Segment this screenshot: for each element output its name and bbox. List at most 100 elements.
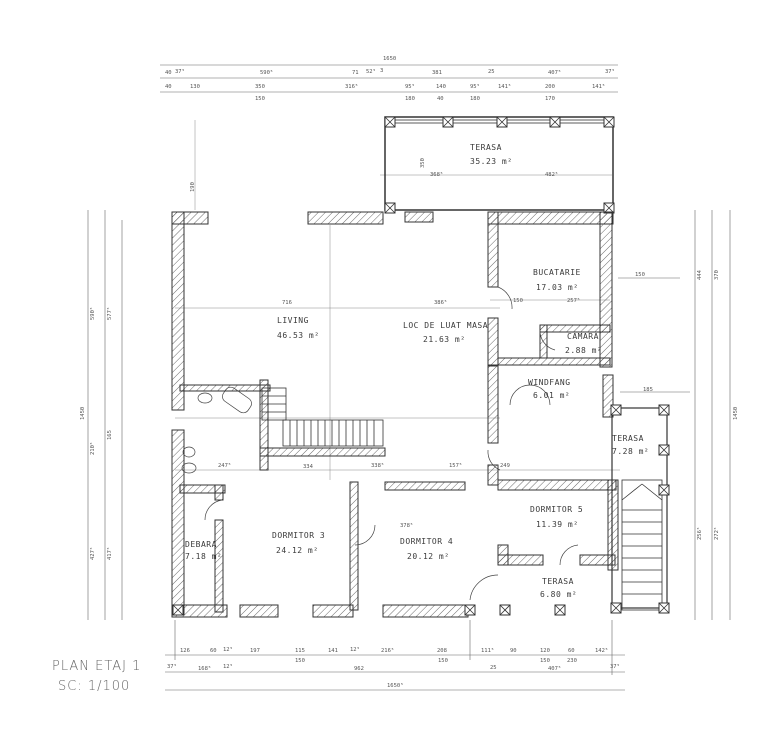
terrace-right <box>172 404 670 616</box>
room-dining-area: 21.63 m² <box>423 335 466 344</box>
dim-top: 3 <box>380 68 384 74</box>
dim-bottom: 25 <box>490 665 497 671</box>
dim-bottom: 407⁵ <box>548 666 562 672</box>
dim-bottom: 962 <box>354 666 364 672</box>
room-storage-name: DEBARA <box>185 540 217 549</box>
dim-top: 40 <box>165 84 172 90</box>
dim-bottom: 37⁵ <box>167 664 177 670</box>
stairs <box>261 387 663 611</box>
dim-bottom: 216⁵ <box>381 648 395 654</box>
room-bedroom3-name: DORMITOR 3 <box>272 531 326 540</box>
dim-top: 130 <box>190 84 200 90</box>
dim-top: 25 <box>488 69 495 75</box>
dim-bottom: 115 <box>295 648 305 654</box>
dim-interior: 257⁵ <box>567 298 581 304</box>
room-windfang-area: 6.01 m² <box>533 391 571 400</box>
room-terrace-right-name: TERASA <box>612 434 644 443</box>
dim-interior: 368⁵ <box>430 172 444 178</box>
room-living-name: LIVING <box>277 316 309 325</box>
dim-bottom: 60 <box>210 648 217 654</box>
dim-bottom: 141 <box>328 648 338 654</box>
dim-top-total: 1650 <box>383 56 397 62</box>
dim-right: 272⁵ <box>714 526 720 540</box>
room-pantry-name: CAMARA <box>567 332 599 341</box>
dim-interior: 386⁵ <box>434 300 448 306</box>
room-bedroom3-area: 24.12 m² <box>276 546 319 555</box>
dim-left: 165 <box>107 430 113 440</box>
terrace-upper <box>384 116 615 214</box>
dim-interior: 338⁵ <box>371 463 385 469</box>
room-living-area: 46.53 m² <box>277 331 320 340</box>
left-dimension-lines <box>87 210 123 620</box>
bathroom-fixtures <box>181 386 252 474</box>
dim-top: 350 <box>255 84 265 90</box>
dim-top: 52⁵ <box>366 69 376 75</box>
dim-bottom: 111⁵ <box>481 648 495 654</box>
dim-top: 316⁵ <box>345 84 359 90</box>
dim-left: 210⁵ <box>90 441 96 455</box>
dim-bottom: 230 <box>567 658 577 664</box>
dim-bottom: 37⁵ <box>610 664 620 670</box>
dim-bottom: 197 <box>250 648 260 654</box>
walls <box>171 211 619 618</box>
room-bedroom5-name: DORMITOR 5 <box>530 505 584 514</box>
dim-interior: 716 <box>282 300 292 306</box>
dim-interior: 190 <box>190 182 196 192</box>
dim-left-total: 1450 <box>80 406 86 420</box>
dim-bottom: 12⁵ <box>350 647 360 653</box>
dim-right: 370 <box>714 270 720 280</box>
dim-bottom: 150 <box>540 658 550 664</box>
dim-bottom-total: 1650⁵ <box>387 683 404 689</box>
bottom-dimension-lines <box>165 620 625 691</box>
dim-top: 381 <box>432 70 442 76</box>
dim-bottom: 120 <box>540 648 550 654</box>
room-terrace-right-area: 7.28 m² <box>612 447 650 456</box>
dim-interior: 350 <box>420 158 426 168</box>
dim-interior: 334 <box>303 464 313 470</box>
dim-left: 427⁵ <box>90 546 96 560</box>
dim-top: 180 <box>470 96 480 102</box>
room-pantry-area: 2.88 m² <box>565 346 603 355</box>
dim-interior: 249 <box>500 463 510 469</box>
dim-top: 150 <box>255 96 265 102</box>
room-kitchen-name: BUCATARIE <box>533 268 581 277</box>
dim-interior: 157⁵ <box>449 463 463 469</box>
right-dimension-lines <box>618 210 731 620</box>
dim-bottom: 168⁵ <box>198 666 212 672</box>
dim-top: 37⁵ <box>605 69 615 75</box>
room-windfang-name: WINDFANG <box>528 378 571 387</box>
dim-interior: 482⁵ <box>545 172 559 178</box>
plan-title: PLAN ETAJ 1 <box>52 659 142 674</box>
axis-lines <box>175 120 620 480</box>
dim-bottom: 60 <box>568 648 575 654</box>
dim-interior: 150 <box>635 272 645 278</box>
dim-bottom: 12⁵ <box>223 664 233 670</box>
dim-interior: 378⁵ <box>400 523 414 529</box>
dim-top: 71 <box>352 70 359 76</box>
dim-top: 590⁵ <box>260 70 274 76</box>
room-storage-area: 7.18 m² <box>185 552 223 561</box>
dim-top: 141⁵ <box>498 84 512 90</box>
room-terrace-upper-name: TERASA <box>470 143 502 152</box>
dim-top: 40 <box>437 96 444 102</box>
room-terrace-small-name: TERASA <box>542 577 574 586</box>
dim-bottom: 150 <box>295 658 305 664</box>
door-swings <box>204 286 579 601</box>
dim-bottom: 90 <box>510 648 517 654</box>
dim-top: 95⁵ <box>405 84 415 90</box>
room-terrace-small-area: 6.80 m² <box>540 590 578 599</box>
dim-top: 200 <box>545 84 555 90</box>
dim-left: 417⁵ <box>107 546 113 560</box>
dim-top: 40 <box>165 70 172 76</box>
dim-bottom: 208 <box>437 648 447 654</box>
dim-bottom: 126 <box>180 648 190 654</box>
dim-interior: 247⁵ <box>218 463 232 469</box>
dim-left: 590⁵ <box>90 306 96 320</box>
dim-top: 170 <box>545 96 555 102</box>
room-bedroom4-area: 20.12 m² <box>407 552 450 561</box>
dim-interior: 150 <box>513 298 523 304</box>
dim-right: 256⁵ <box>697 526 703 540</box>
room-dining-name: LOC DE LUAT MASA <box>403 321 489 330</box>
dim-top: 37⁵ <box>175 69 185 75</box>
